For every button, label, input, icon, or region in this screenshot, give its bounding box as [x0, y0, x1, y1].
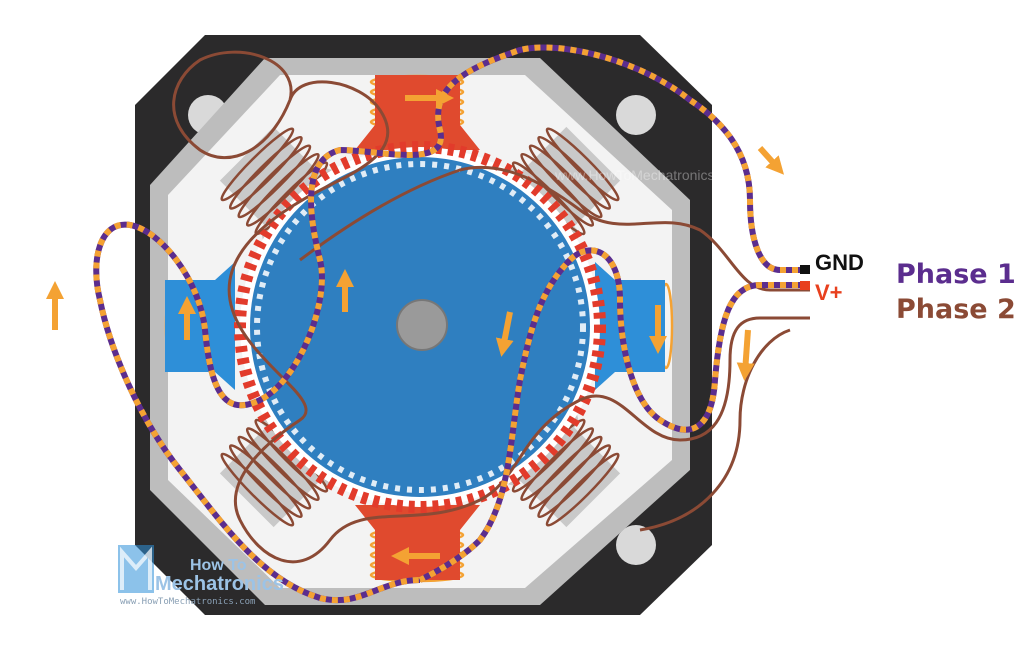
active-pole-left	[165, 262, 235, 390]
arrow-icon	[757, 145, 785, 175]
active-pole-right	[595, 262, 665, 390]
vplus-label: V+	[815, 280, 843, 305]
logo-url: www.HowToMechatronics.com	[120, 597, 255, 607]
phase1-label: Phase 1	[896, 259, 1016, 290]
arrow-icon	[736, 329, 755, 381]
arrow-icon	[495, 311, 514, 357]
phase2-wire	[172, 50, 810, 564]
vplus-terminal	[800, 281, 810, 290]
rotor-shaft	[396, 299, 448, 351]
gnd-label: GND	[815, 250, 864, 275]
logo-line2: Mechatronics	[155, 573, 284, 595]
logo-line1: How To	[190, 557, 247, 574]
phase1-wire	[93, 44, 810, 604]
gnd-terminal	[800, 265, 810, 274]
phase2-wire	[639, 328, 791, 532]
rotor-inner-teeth	[254, 161, 586, 493]
current-arrows	[46, 89, 785, 565]
center-watermark: www.HowToMechatronics.com	[554, 167, 745, 183]
howtomechatronics-logo: How To Mechatronics www.HowToMechatronic…	[118, 545, 284, 607]
mounting-hole	[616, 95, 656, 135]
mounting-hole	[616, 525, 656, 565]
phase2-label: Phase 2	[896, 294, 1016, 325]
